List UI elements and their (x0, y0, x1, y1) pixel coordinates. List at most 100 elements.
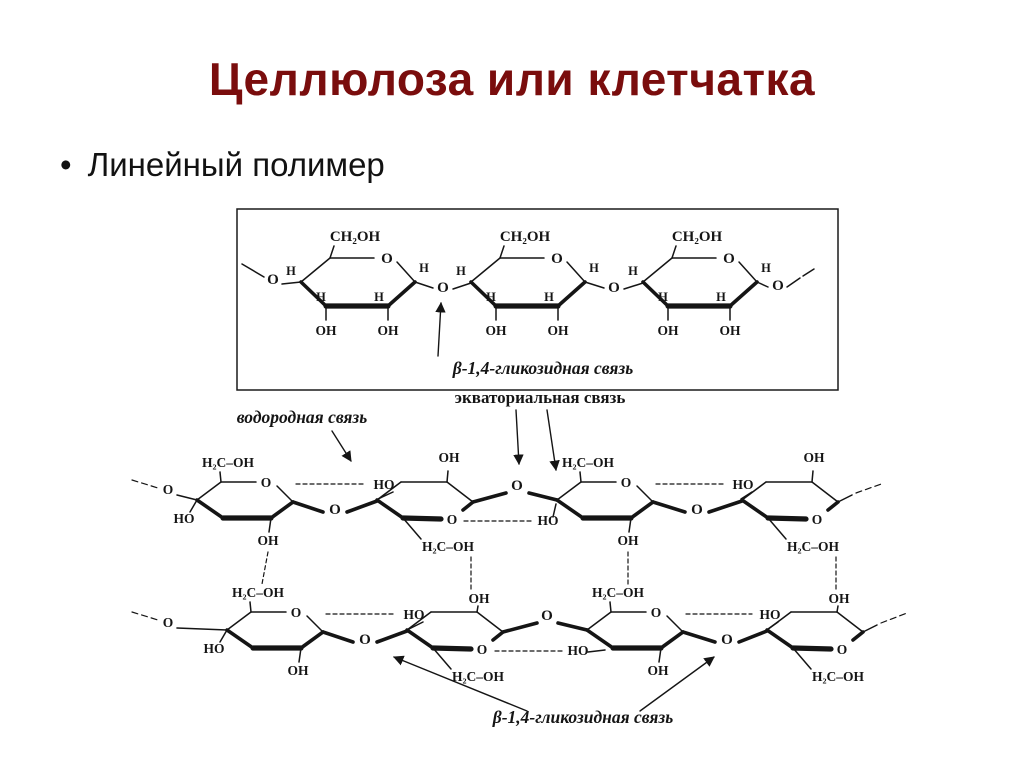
structure-box: CH₂OH O H H H H OH OH CH₂OH O H H H (236, 208, 839, 391)
label-ch2oh: CH₂OH (330, 229, 381, 245)
label-oh: OH (647, 663, 669, 678)
chain-ring: OH O H₂C–OH (765, 591, 865, 684)
ring-oxygen-label: O (381, 251, 393, 267)
ring-oxygen-label: O (812, 512, 823, 527)
label-oh: OH (257, 533, 279, 548)
bridge-oxygen-label: O (721, 632, 733, 648)
hydrogen-bond-caption: водородная связь (237, 407, 368, 427)
bridge-oxygen-label: O (608, 280, 620, 296)
label-h: H (544, 290, 554, 304)
chain-ring: OH O H₂C–OH (405, 591, 505, 684)
ring-oxygen-label: O (551, 251, 563, 267)
lower-chain: O H₂C–OH O HO OH HO O (131, 585, 908, 684)
end-oxygen-label: O (163, 615, 174, 630)
chain-ring: H₂C–OH O OH (585, 585, 685, 678)
label-h: H (658, 290, 668, 304)
ring-oxygen-label: O (447, 512, 458, 527)
label-oh: OH (377, 323, 399, 338)
label-oh: OH (617, 533, 639, 548)
label-h2c-oh: H₂C–OH (202, 455, 255, 470)
label-oh: OH (547, 323, 569, 338)
end-oxygen-label: O (772, 278, 784, 294)
bridge-oxygen-label: O (541, 608, 553, 624)
ring-oxygen-label: O (621, 475, 632, 490)
label-h: H (761, 261, 771, 275)
bridge-oxygen-label: O (511, 478, 523, 494)
ring-oxygen-label: O (291, 605, 302, 620)
bridge-oxygen-label: O (329, 502, 341, 518)
label-ho: HO (373, 477, 394, 492)
label-oh: OH (803, 450, 825, 465)
ring-oxygen-label: O (261, 475, 272, 490)
label-ho: HO (537, 513, 558, 528)
label-h2c-oh: H₂C–OH (592, 585, 645, 600)
label-h: H (716, 290, 726, 304)
glucose-ring-3: CH₂OH O H H H H OH OH (628, 229, 771, 338)
label-h2c-oh: H₂C–OH (452, 669, 505, 684)
glycosidic-bridge: O (471, 478, 559, 504)
chain-ends-top: O O (241, 263, 815, 294)
label-h: H (628, 264, 638, 278)
label-h: H (456, 264, 466, 278)
ring-oxygen-label: O (837, 642, 848, 657)
label-oh: OH (468, 591, 490, 606)
bridge-oxygen-label: O (359, 632, 371, 648)
label-h: H (374, 290, 384, 304)
label-h: H (286, 264, 296, 278)
bullet-marker: • (60, 146, 72, 183)
label-ch2oh: CH₂OH (500, 229, 551, 245)
ring-oxygen-label: O (651, 605, 662, 620)
label-oh: OH (657, 323, 679, 338)
chain-ring: H₂C–OH O OH (555, 455, 655, 548)
label-ho: HO (759, 607, 780, 622)
bridge-oxygen-label: O (437, 280, 449, 296)
glycosidic-bridge: O (321, 629, 409, 648)
upper-chain: O H₂C–OH O HO OH HO O (131, 450, 885, 554)
label-h: H (589, 261, 599, 275)
label-h2c-oh: H₂C–OH (562, 455, 615, 470)
chain-ring: OH O H₂C–OH (375, 450, 475, 554)
chain-ring: H₂C–OH O HO OH (173, 455, 295, 548)
end-oxygen-label: O (267, 272, 279, 288)
glycosidic-bridge: O (291, 499, 379, 518)
page-title: Целлюлоза или клетчатка (208, 53, 816, 105)
label-h2c-oh: H₂C–OH (812, 669, 865, 684)
label-h: H (486, 290, 496, 304)
label-oh: OH (438, 450, 460, 465)
chain-ring: OH O H₂C–OH (740, 450, 840, 554)
glycosidic-bond-caption: β-1,4-гликозидная связь (452, 358, 633, 378)
label-oh: OH (828, 591, 850, 606)
ring-oxygen-label: O (477, 642, 488, 657)
glucose-ring-1: CH₂OH O H H H H OH OH (286, 229, 429, 338)
glycosidic-bond-caption: β-1,4-гликозидная связь (492, 707, 673, 727)
label-ho: HO (173, 511, 194, 526)
label-oh: OH (719, 323, 741, 338)
interchain-hydrogen-bonds (261, 551, 837, 593)
label-h: H (419, 261, 429, 275)
label-ho: HO (732, 477, 753, 492)
bullet-item: • Линейный полимер (60, 146, 385, 184)
glycosidic-caption-top: β-1,4-гликозидная связь (435, 301, 633, 378)
structure-box-frame (236, 208, 839, 391)
label-oh: OH (287, 663, 309, 678)
chain-ring: H₂C–OH O HO OH (203, 585, 325, 678)
hydrogen-caption: водородная связь (237, 407, 368, 462)
end-oxygen-label: O (163, 482, 174, 497)
glycosidic-o-bridges-top: O O (414, 280, 644, 296)
label-h2c-oh: H₂C–OH (422, 539, 475, 554)
equatorial-bond-caption: экваториальная связь (455, 388, 626, 407)
label-h2c-oh: H₂C–OH (787, 539, 840, 554)
label-ho: HO (403, 607, 424, 622)
label-ho: HO (203, 641, 224, 656)
bridge-oxygen-label: O (691, 502, 703, 518)
glycosidic-bridge: O (501, 608, 589, 634)
equatorial-caption: экваториальная связь (455, 388, 626, 472)
label-oh: OH (315, 323, 337, 338)
label-ch2oh: CH₂OH (672, 229, 723, 245)
label-h: H (316, 290, 326, 304)
bullet-text: Линейный полимер (87, 146, 385, 183)
glucose-ring-2: CH₂OH O H H H H OH OH (456, 229, 599, 338)
ring-oxygen-label: O (723, 251, 735, 267)
